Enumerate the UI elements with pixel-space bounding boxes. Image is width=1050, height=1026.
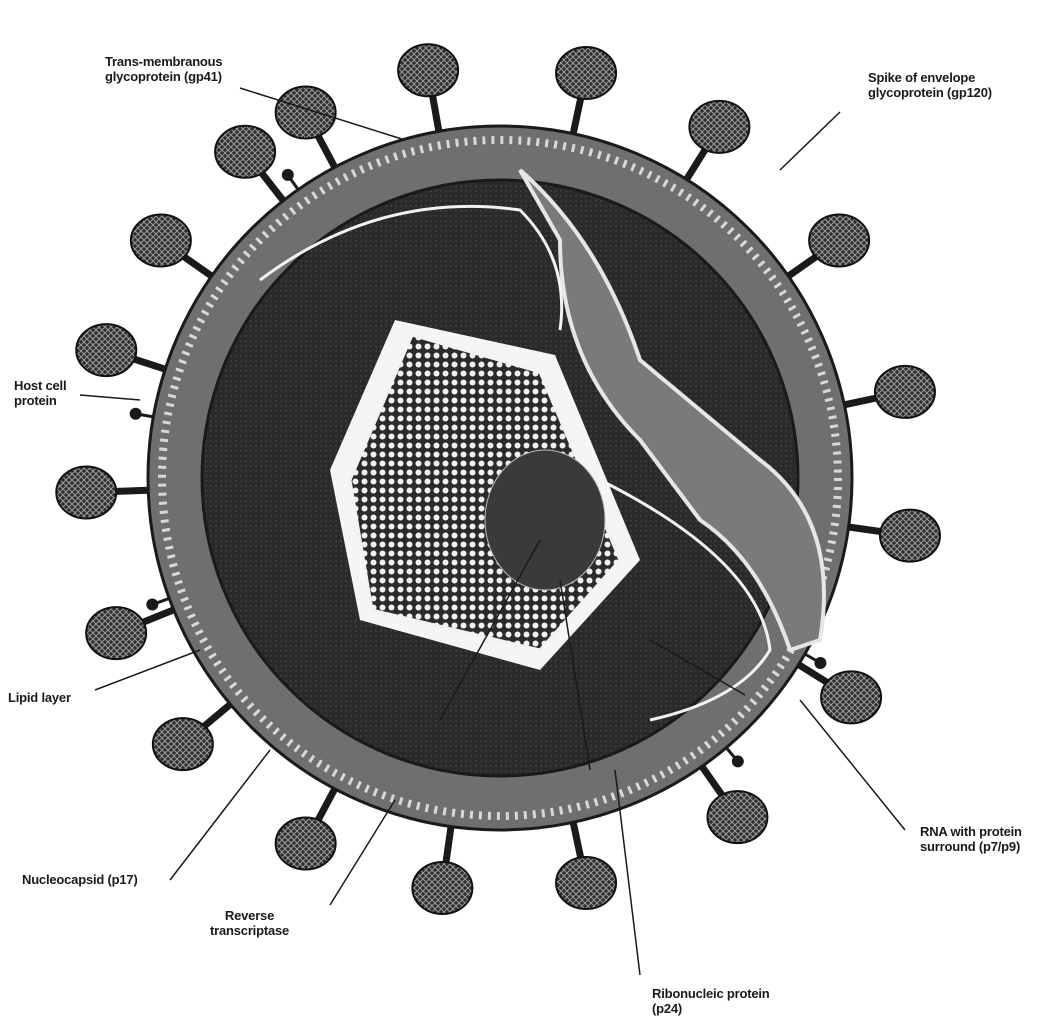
gp120-knob [276, 86, 336, 138]
host-protein-head [282, 169, 294, 181]
gp120-knob [412, 862, 472, 914]
leader-host-protein [80, 395, 140, 400]
label-lipid-layer: Lipid layer [8, 690, 71, 705]
gp120-knob [153, 718, 213, 770]
gp41-stem [445, 827, 451, 867]
label-nucleocapsid: Nucleocapsid (p17) [22, 872, 138, 887]
label-host-cell-protein: Host cell protein [14, 378, 66, 408]
label-gp41: Trans-membranous glycoprotein (gp41) [105, 54, 222, 84]
leader-gp120 [780, 112, 840, 170]
host-protein-head [814, 657, 826, 669]
gp41-stem [573, 95, 581, 134]
gp120-knob [689, 101, 749, 153]
host-protein-head [146, 599, 158, 611]
gp120-knob [215, 126, 275, 178]
gp120-knob [131, 215, 191, 267]
gp41-stem [573, 822, 581, 861]
gp120-knob [86, 607, 146, 659]
leader-reverse-transcriptase [330, 800, 395, 905]
label-ribonucleic-protein: Ribonucleic protein (p24) [652, 986, 770, 1016]
gp120-knob [880, 510, 940, 562]
gp120-knob [875, 366, 935, 418]
gp120-knob [76, 324, 136, 376]
gp41-stem [316, 789, 335, 824]
label-gp120: Spike of envelope glycoprotein (gp120) [868, 70, 992, 100]
gp120-knob [556, 857, 616, 909]
gp120-knob [276, 818, 336, 870]
gp120-knob [56, 466, 116, 518]
host-protein-head [130, 408, 142, 420]
label-rna: RNA with protein surround (p7/p9) [920, 824, 1022, 854]
gp120-knob [707, 791, 767, 843]
host-protein-head [732, 755, 744, 767]
rna-core [485, 450, 605, 590]
label-reverse-transcriptase: Reverse transcriptase [210, 908, 289, 938]
gp120-knob [809, 215, 869, 267]
gp120-knob [398, 44, 458, 96]
gp41-stem [432, 92, 439, 131]
gp41-stem [316, 132, 335, 167]
gp120-knob [556, 47, 616, 99]
gp120-knob [821, 671, 881, 723]
